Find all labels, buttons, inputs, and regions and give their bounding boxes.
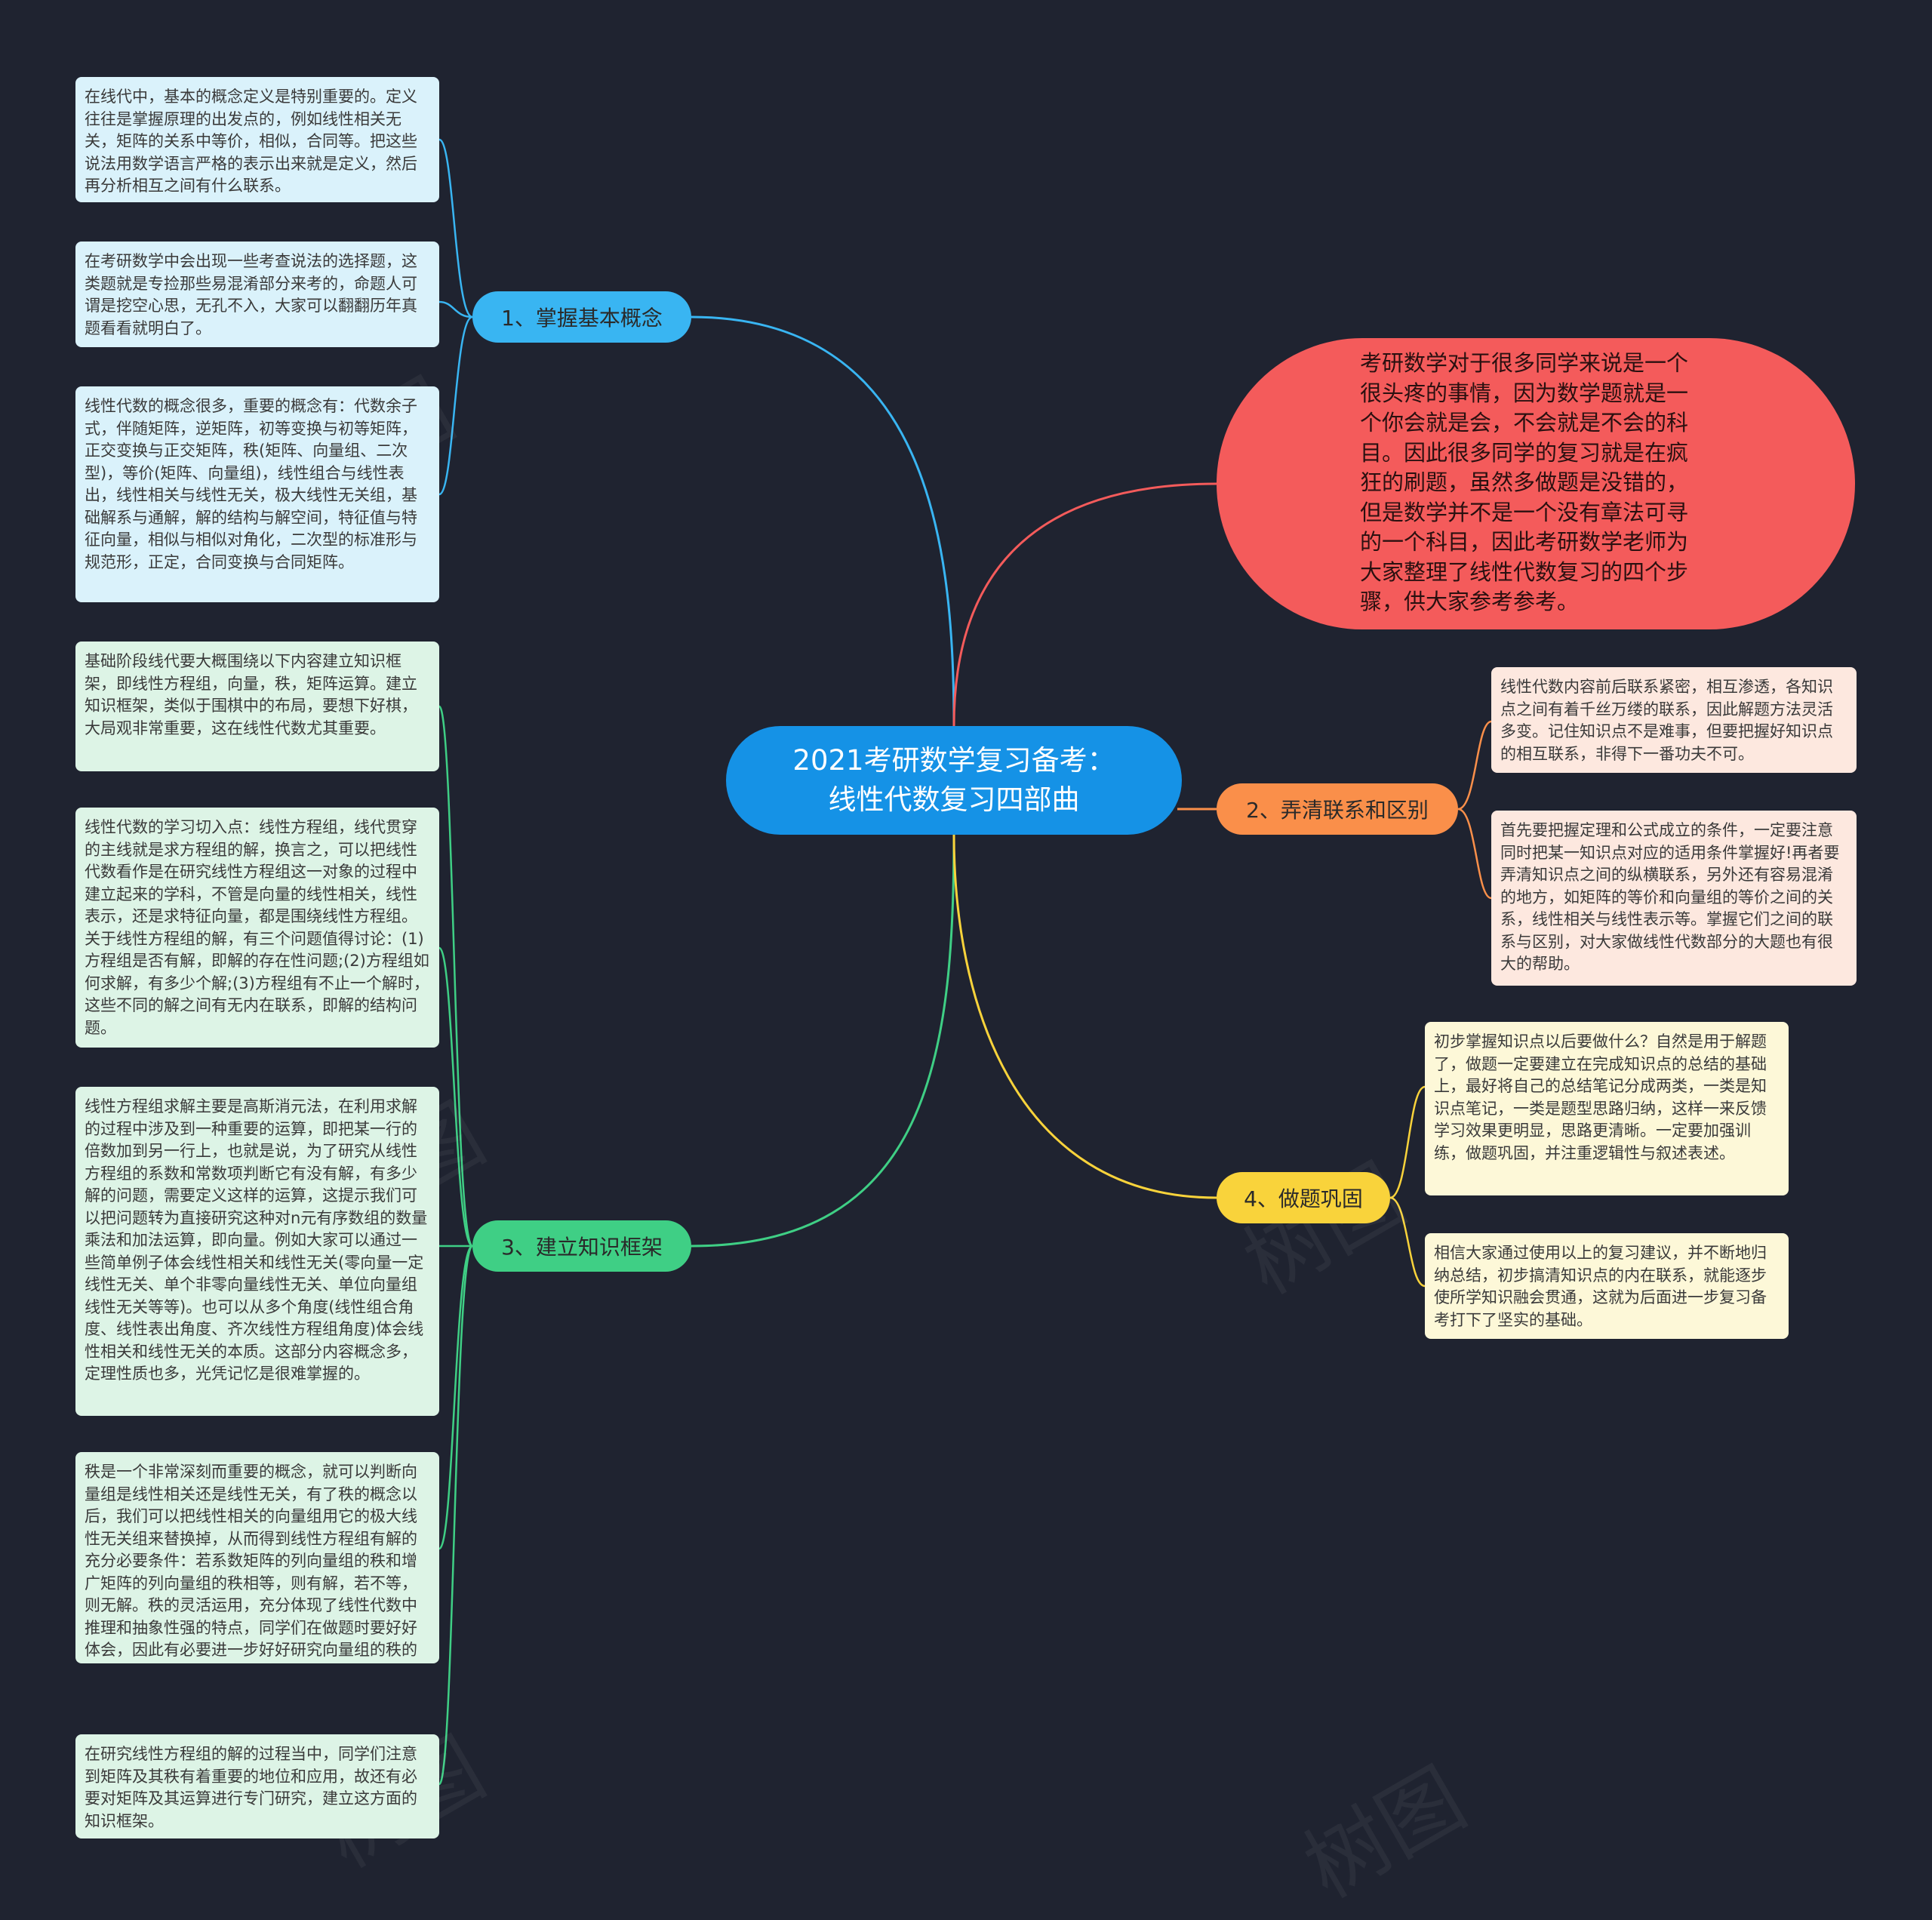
link-b3-leaf5 xyxy=(438,1245,474,1786)
branch-node-3[interactable]: 3、建立知识框架 xyxy=(472,1220,691,1272)
link-b2-leaf1 xyxy=(1457,720,1492,811)
leaf-b3-5[interactable]: 在研究线性方程组的解的过程当中，同学们注意到矩阵及其秩有着重要的地位和应用，故还… xyxy=(75,1734,439,1838)
leaf-b3-1[interactable]: 基础阶段线代要大概围绕以下内容建立知识框架，即线性方程组，向量，秩，矩阵运算。建… xyxy=(75,642,439,771)
link-root-intro xyxy=(952,482,1217,727)
leaf-b3-4[interactable]: 秩是一个非常深刻而重要的概念，就可以判断向量组是线性相关还是线性无关，有了秩的概… xyxy=(75,1452,439,1663)
leaf-b3-2[interactable]: 线性代数的学习切入点：线性方程组，线代贯穿的主线就是求方程组的解，换言之，可以把… xyxy=(75,808,439,1048)
link-b4-leaf2 xyxy=(1389,1196,1426,1288)
leaf-b1-2[interactable]: 在考研数学中会出现一些考查说法的选择题，这类题就是专捡那些易混淆部分来考的，命题… xyxy=(75,242,439,347)
central-topic-line2: 线性代数复习四部曲 xyxy=(828,783,1080,816)
leaf-b2-2[interactable]: 首先要把握定理和公式成立的条件，一定要注意同时把某一知识点对应的适用条件掌握好!… xyxy=(1491,811,1857,986)
leaf-b1-1[interactable]: 在线代中，基本的概念定义是特别重要的。定义往往是掌握原理的出发点的，例如线性相关… xyxy=(75,77,439,202)
link-root-b4 xyxy=(952,834,1217,1199)
leaf-b4-1[interactable]: 初步掌握知识点以后要做什么？自然是用于解题了，做题一定要建立在完成知识点的总结的… xyxy=(1425,1022,1789,1195)
branch-node-1[interactable]: 1、掌握基本概念 xyxy=(472,291,691,343)
link-b3-leaf1 xyxy=(438,705,474,1248)
central-topic-line1: 2021考研数学复习备考： xyxy=(792,744,1115,777)
central-topic[interactable]: 2021考研数学复习备考： 线性代数复习四部曲 xyxy=(726,726,1182,835)
branch-node-2[interactable]: 2、弄清联系和区别 xyxy=(1217,783,1458,835)
link-b1-leaf3 xyxy=(438,315,473,496)
link-b1-leaf1 xyxy=(438,138,473,318)
link-b3-leaf4 xyxy=(438,1245,474,1550)
intro-bubble[interactable]: 考研数学对于很多同学来说是一个很头疼的事情，因为数学题就是一个你会就是会，不会就… xyxy=(1217,338,1855,629)
leaf-b3-3[interactable]: 线性方程组求解主要是高斯消元法，在利用求解的过程中涉及到一种重要的运算，即把某一… xyxy=(75,1087,439,1416)
link-b1-leaf2 xyxy=(438,300,473,318)
leaf-b4-2[interactable]: 相信大家通过使用以上的复习建议，并不断地归纳总结，初步搞清知识点的内在联系，就能… xyxy=(1425,1233,1789,1339)
link-root-b3 xyxy=(691,834,955,1248)
leaf-b2-1[interactable]: 线性代数内容前后联系紧密，相互渗透，各知识点之间有着千丝万缕的联系，因此解题方法… xyxy=(1491,667,1857,773)
link-b4-leaf1 xyxy=(1389,1085,1426,1199)
link-root-b1 xyxy=(691,315,955,727)
link-b2-leaf2 xyxy=(1457,808,1492,900)
leaf-b1-3[interactable]: 线性代数的概念很多，重要的概念有：代数余子式，伴随矩阵，逆矩阵，初等变换与初等矩… xyxy=(75,386,439,602)
branch-node-4[interactable]: 4、做题巩固 xyxy=(1217,1172,1390,1223)
link-b3-leaf2 xyxy=(438,946,474,1248)
